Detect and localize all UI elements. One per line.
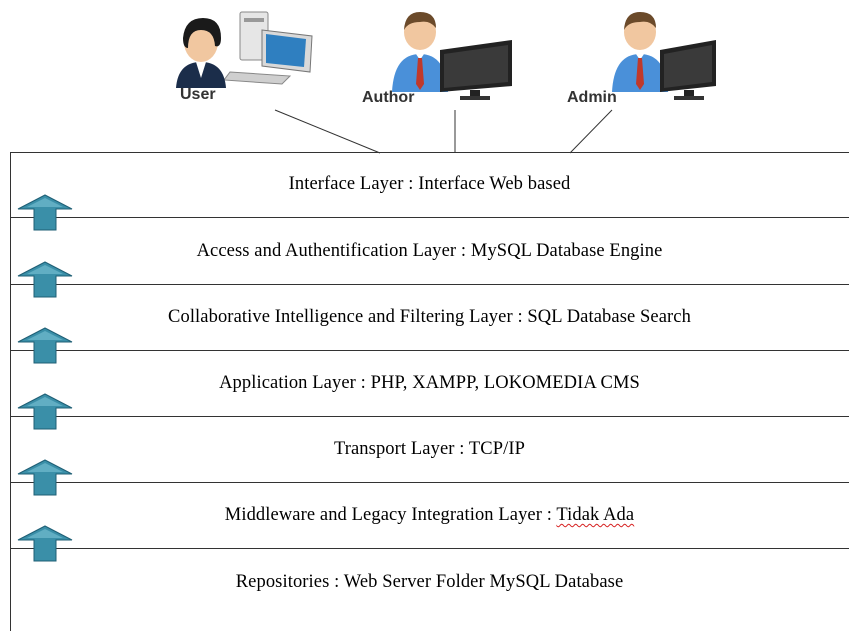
layer-transport: Transport Layer : TCP/IP [10,417,849,483]
layer-interface-text: Interface Layer : Interface Web based [288,174,571,194]
layer-collaborative-intelligence: Collaborative Intelligence and Filtering… [10,285,849,351]
layer-middleware-text: Middleware and Legacy Integration Layer … [224,505,635,525]
actor-label-admin: Admin [567,89,617,106]
admin-connector-line [569,109,613,154]
actor-label-user: User [180,86,216,103]
layer-access-authentification: Access and Authentification Layer : MySQ… [10,218,849,285]
layer-middleware: Middleware and Legacy Integration Layer … [10,483,849,549]
layer-access-text: Access and Authentification Layer : MySQ… [196,240,663,261]
layer-repositories-text: Repositories : Web Server Folder MySQL D… [235,571,624,592]
layer-application: Application Layer : PHP, XAMPP, LOKOMEDI… [10,351,849,417]
admin-person-monitor-icon [612,12,716,100]
layer-repositories: Repositories : Web Server Folder MySQL D… [10,549,849,615]
layer-collaborative-text: Collaborative Intelligence and Filtering… [168,307,691,327]
layer-application-text: Application Layer : PHP, XAMPP, LOKOMEDI… [219,373,640,393]
actors-layer [176,11,716,154]
layer-interface: Interface Layer : Interface Web based [10,152,849,218]
actor-label-author: Author [362,89,415,106]
user-connector-line [274,109,381,154]
user-computer-icon [176,11,313,88]
layer-transport-text: Transport Layer : TCP/IP [333,439,525,459]
author-person-monitor-icon [392,12,512,100]
layer-stack-frame [10,152,849,631]
